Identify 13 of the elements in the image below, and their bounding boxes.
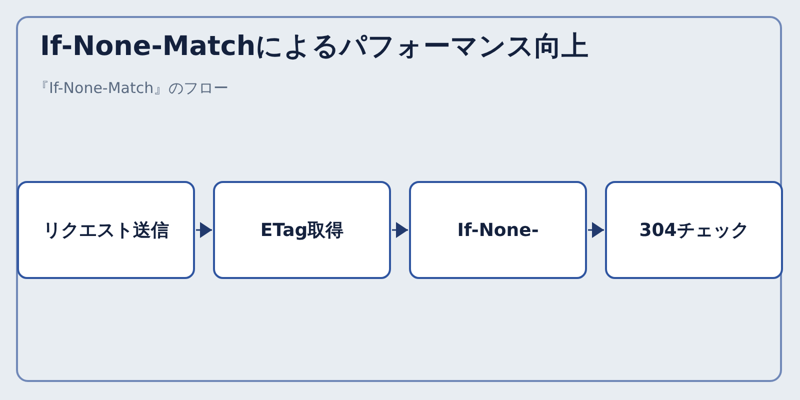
process-box [17, 181, 195, 279]
step-label: リクエスト送信 [43, 219, 169, 242]
process-box [605, 181, 783, 279]
step-label: ETag取得 [260, 219, 344, 242]
step-label: If-None- [457, 220, 539, 240]
arrow [196, 222, 212, 238]
process-box [409, 181, 587, 279]
subtitle: 『If-None-Match』のフロー [34, 79, 229, 98]
process-box [213, 181, 391, 279]
arrow [392, 222, 408, 238]
arrow [588, 222, 604, 238]
step-label: 304チェック [639, 219, 749, 242]
title: If-None-Matchによるパフォーマンス向上 [40, 30, 589, 64]
